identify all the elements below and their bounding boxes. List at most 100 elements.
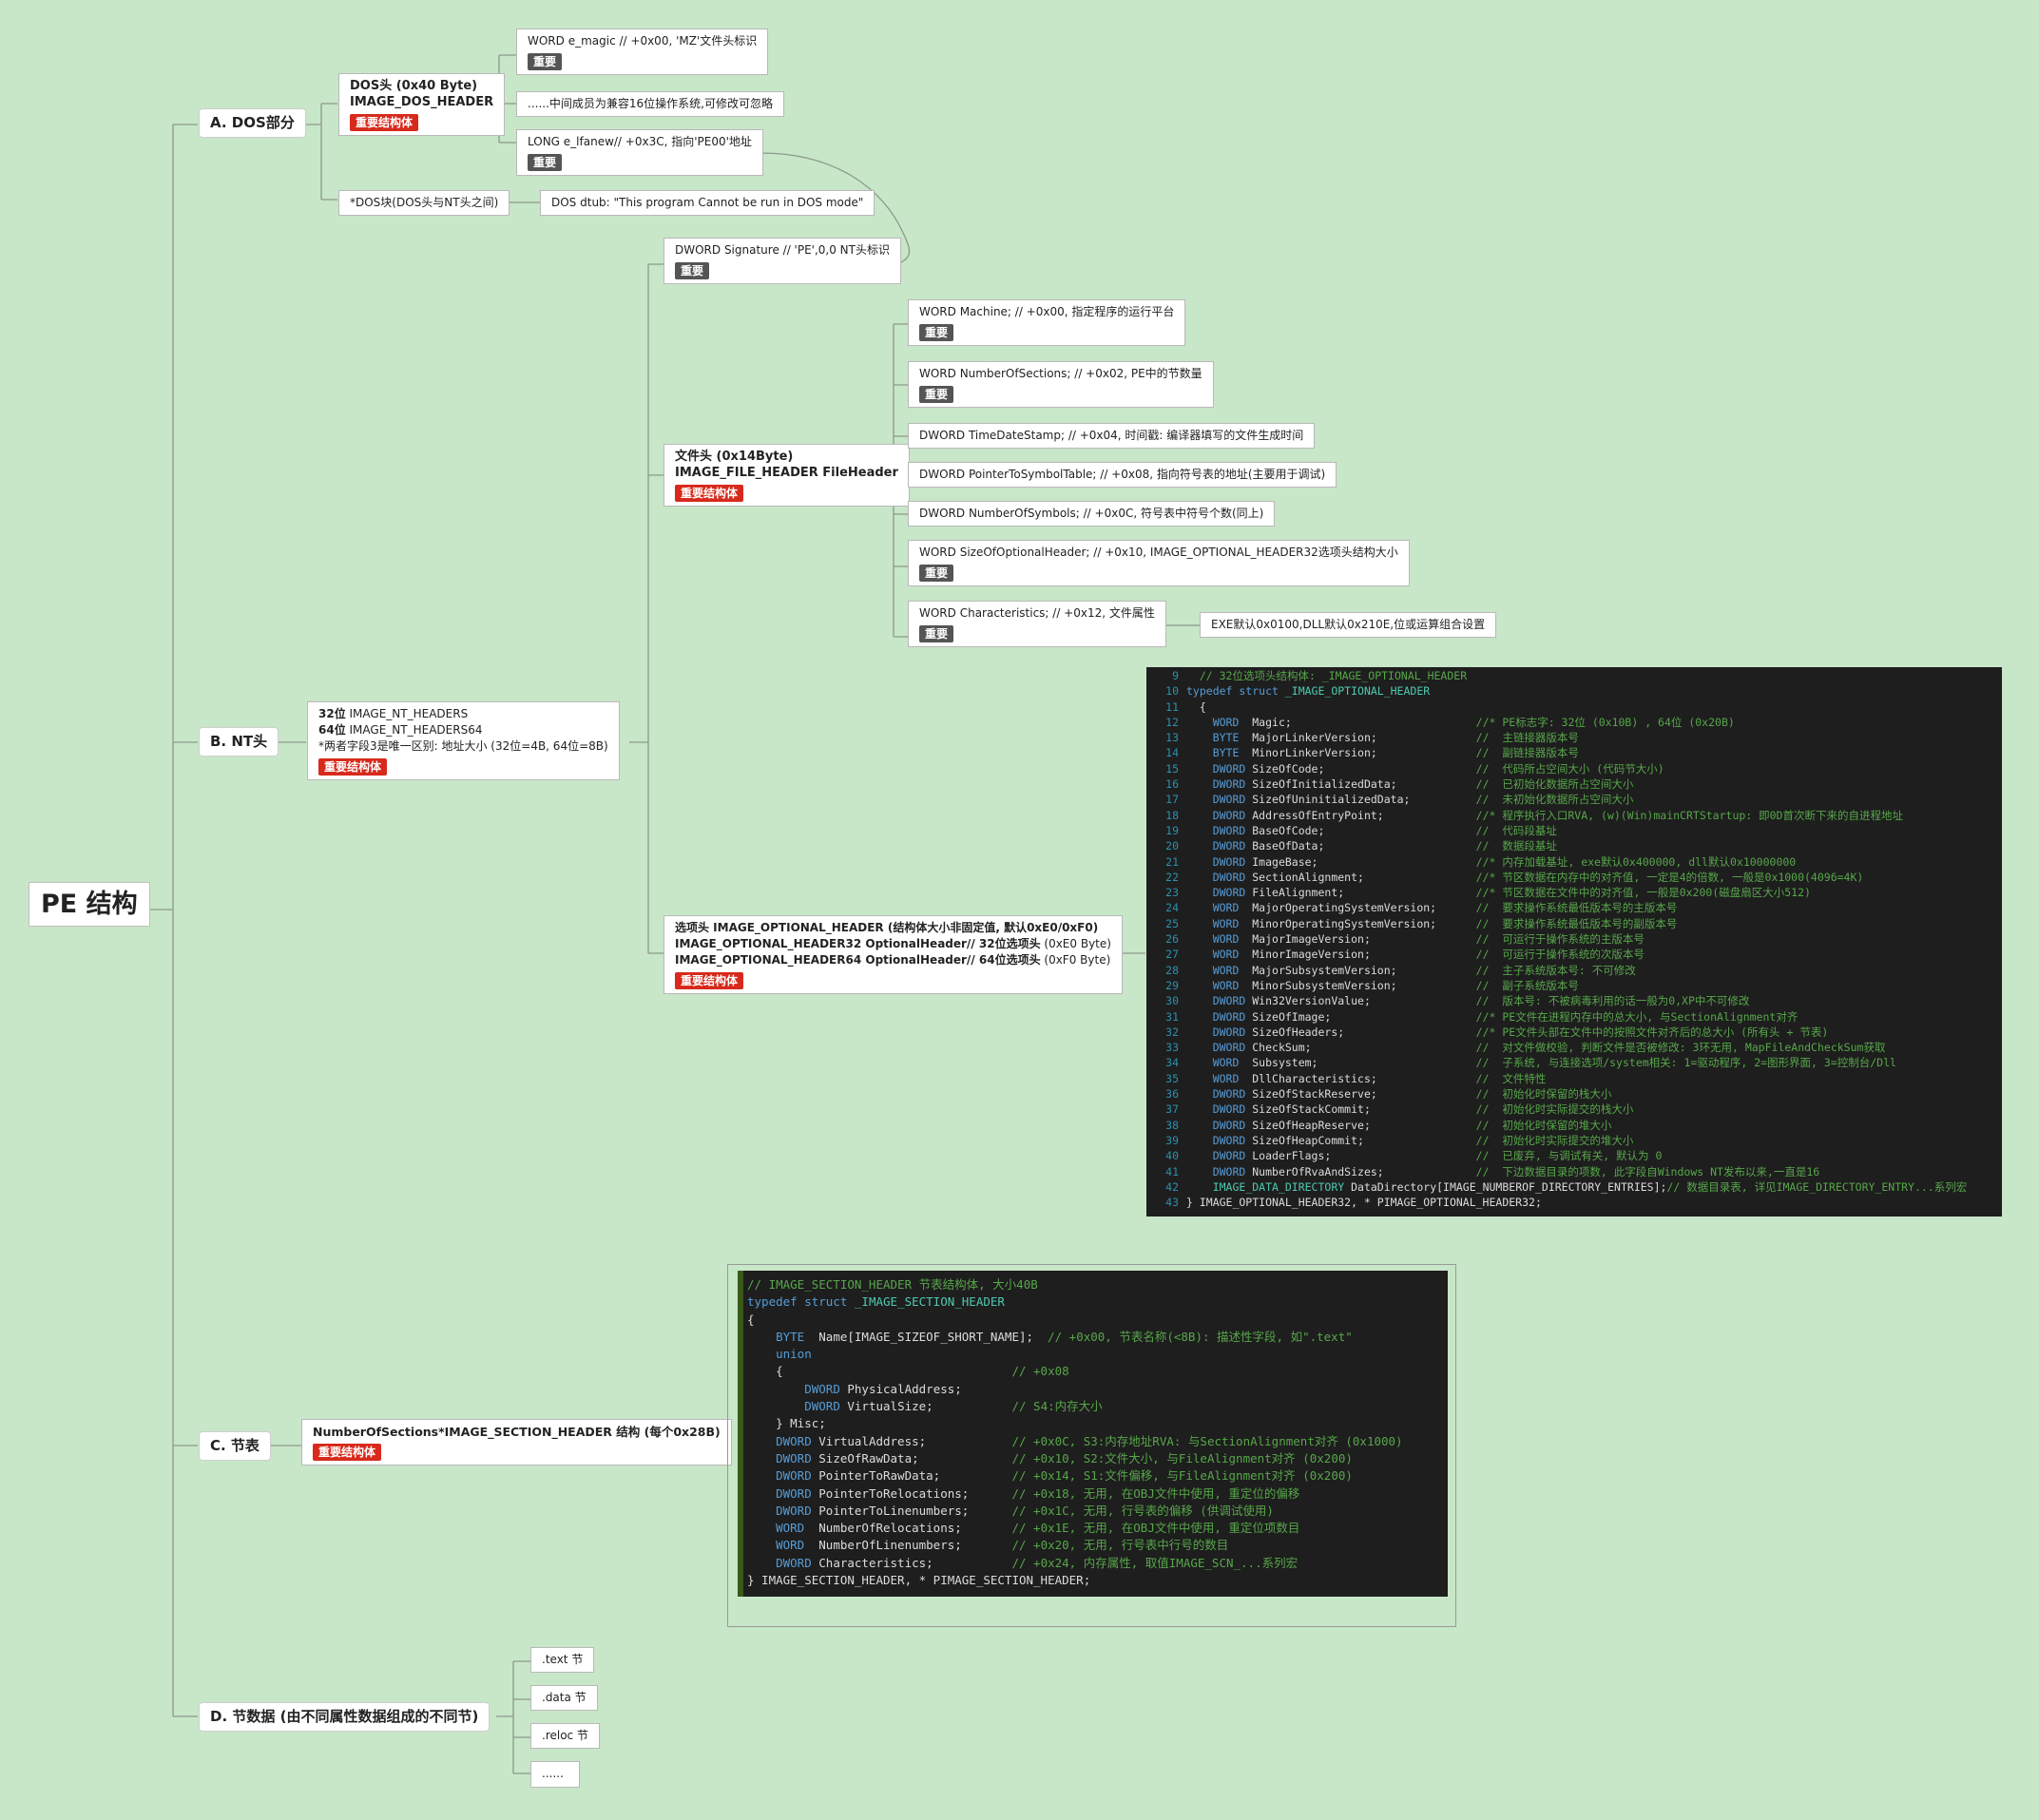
code-type: WORD [1212, 932, 1253, 947]
code-comment: // 子系统, 与连接选项/system相关: 1=驱动程序, 2=图形界面, … [1475, 1056, 1896, 1070]
branch-nt[interactable]: B. NT头 [199, 727, 279, 757]
code-line: DWORD PointerToRelocations; // +0x18, 无用… [747, 1485, 1448, 1503]
line-number: 28 [1165, 963, 1179, 977]
code-indent [747, 1434, 776, 1448]
nt-headers-node[interactable]: 32位 IMAGE_NT_HEADERS 64位 IMAGE_NT_HEADER… [307, 701, 620, 780]
timestamp-node[interactable]: DWORD TimeDateStamp; // +0x04, 时间戳: 编译器填… [908, 423, 1316, 449]
section-item-reloc[interactable]: .reloc 节 [530, 1723, 600, 1749]
section-item-data[interactable]: .data 节 [530, 1685, 598, 1711]
code-line: } IMAGE_SECTION_HEADER, * PIMAGE_SECTION… [747, 1572, 1448, 1589]
line-number: 9 [1172, 669, 1179, 682]
signature-node[interactable]: DWORD Signature // 'PE',0,0 NT头标识 重要 [664, 238, 901, 284]
code-comment: // +0x08 [1011, 1364, 1069, 1379]
code-field: Win32VersionValue; [1252, 994, 1476, 1008]
machine-node[interactable]: WORD Machine; // +0x00, 指定程序的运行平台 重要 [908, 299, 1186, 346]
line-number: 20 [1165, 839, 1179, 853]
dos-stub-node[interactable]: DOS dtub: "This program Cannot be run in… [540, 190, 875, 216]
dos-stub-block-node[interactable]: *DOS块(DOS头与NT头之间) [338, 190, 510, 216]
code-field: MinorImageVersion; [1252, 948, 1476, 962]
e-lfanew-node[interactable]: LONG e_lfanew// +0x3C, 指向'PE00'地址 重要 [516, 129, 763, 176]
code-text: { [747, 1312, 755, 1327]
code-indent [1186, 1010, 1213, 1024]
section-item-text[interactable]: .text 节 [530, 1647, 595, 1673]
code-line: 15 DWORD SizeOfCode; // 代码所占空间大小 (代码节大小) [1150, 761, 1998, 776]
code-indent [1186, 746, 1213, 759]
code-field: PointerToRelocations; [811, 1485, 1012, 1501]
characteristics-node[interactable]: WORD Characteristics; // +0x12, 文件属性 重要 [908, 601, 1166, 647]
code-line: 9 // 32位选项头结构体: _IMAGE_OPTIONAL_HEADER [1150, 668, 1998, 683]
section-table-node[interactable]: NumberOfSections*IMAGE_SECTION_HEADER 结构… [301, 1419, 732, 1466]
num-symbols-node[interactable]: DWORD NumberOfSymbols; // +0x0C, 符号表中符号个… [908, 501, 1276, 527]
line-number: 22 [1165, 870, 1179, 884]
line-number: 16 [1165, 777, 1179, 792]
code-field: PointerToRawData; [811, 1468, 1012, 1484]
code-type: WORD [776, 1521, 805, 1536]
code-type: DWORD [1212, 823, 1253, 837]
code-comment: //* PE文件在进程内存中的总大小, 与SectionAlignment对齐 [1475, 1009, 1799, 1024]
code-type: DWORD [1212, 1009, 1253, 1024]
code-type: DWORD [1212, 793, 1253, 807]
code-indent [1186, 994, 1213, 1007]
root-node[interactable]: PE 结构 [29, 882, 150, 927]
line-number: 31 [1165, 1009, 1179, 1024]
important-tag: 重要 [528, 154, 563, 171]
code-field: SizeOfRawData; [811, 1450, 1012, 1466]
code-line: DWORD VirtualSize; // S4:内存大小 [747, 1398, 1448, 1415]
code-field: MajorSubsystemVersion; [1252, 963, 1476, 977]
e-lfanew-text: LONG e_lfanew// +0x3C, 指向'PE00'地址 [528, 135, 752, 148]
code-line: 29 WORD MinorSubsystemVersion; // 副子系统版本… [1150, 978, 1998, 993]
optional-header-node[interactable]: 选项头 IMAGE_OPTIONAL_HEADER (结构体大小非固定值, 默认… [664, 915, 1123, 994]
important-tag: 重要 [919, 386, 954, 403]
code-indent [1186, 793, 1213, 806]
code-comment: // +0x1E, 无用, 在OBJ文件中使用, 重定位项数目 [1011, 1521, 1300, 1536]
code-line: { [747, 1312, 1448, 1329]
code-line: { // +0x08 [747, 1363, 1448, 1380]
dos-header-line2: IMAGE_DOS_HEADER [350, 95, 494, 109]
line-number: 15 [1165, 761, 1179, 776]
branch-section-table[interactable]: C. 节表 [199, 1431, 271, 1461]
branch-section-data[interactable]: D. 节数据 (由不同属性数据组成的不同节) [199, 1702, 491, 1732]
code-field: PhysicalAddress; [839, 1381, 962, 1396]
characteristics-note-node[interactable]: EXE默认0x0100,DLL默认0x210E,位或运算组合设置 [1200, 612, 1497, 638]
size-optional-text: WORD SizeOfOptionalHeader; // +0x10, IMA… [919, 546, 1398, 559]
symbol-table-node[interactable]: DWORD PointerToSymbolTable; // +0x08, 指向… [908, 462, 1337, 488]
important-tag: 重要 [919, 625, 954, 642]
code-type: DWORD [1212, 1087, 1253, 1102]
code-text: } IMAGE_SECTION_HEADER, * PIMAGE_SECTION… [747, 1573, 1091, 1588]
code-field: SizeOfStackReserve; [1252, 1087, 1476, 1102]
dos-header-node[interactable]: DOS头 (0x40 Byte) IMAGE_DOS_HEADER 重要结构体 [338, 73, 506, 136]
e-magic-node[interactable]: WORD e_magic // +0x00, 'MZ'文件头标识 重要 [516, 29, 769, 75]
file-header-line2: IMAGE_FILE_HEADER FileHeader [675, 466, 898, 480]
code-type: DWORD [1212, 886, 1253, 900]
code-indent [747, 1538, 776, 1552]
code-line: 30 DWORD Win32VersionValue; // 版本号: 不被病毒… [1150, 993, 1998, 1008]
code-comment: // 要求操作系统最低版本号的主版本号 [1475, 901, 1678, 915]
code-comment: // 未初始化数据所占空间大小 [1475, 793, 1634, 807]
code-type: BYTE [1212, 731, 1253, 745]
code-line: 42 IMAGE_DATA_DIRECTORY DataDirectory[IM… [1150, 1179, 1998, 1195]
num-sections-node[interactable]: WORD NumberOfSections; // +0x02, PE中的节数量… [908, 361, 1214, 408]
dos-middle-node[interactable]: ......中间成员为兼容16位操作系统,可修改可忽略 [516, 91, 784, 117]
code-line: BYTE Name[IMAGE_SIZEOF_SHORT_NAME]; // +… [747, 1329, 1448, 1346]
code-field: BaseOfCode; [1252, 823, 1476, 837]
code-text: { [1186, 699, 1206, 714]
code-type: DWORD [1212, 839, 1253, 853]
code-comment: // 副链接器版本号 [1475, 746, 1579, 760]
code-type: DWORD [776, 1468, 812, 1484]
file-header-node[interactable]: 文件头 (0x14Byte) IMAGE_FILE_HEADER FileHea… [664, 444, 910, 507]
branch-dos[interactable]: A. DOS部分 [199, 108, 306, 138]
size-optional-node[interactable]: WORD SizeOfOptionalHeader; // +0x10, IMA… [908, 540, 1410, 586]
code-line: typedef struct _IMAGE_SECTION_HEADER [747, 1293, 1448, 1311]
code-indent [1186, 1056, 1213, 1069]
opt-line1: 选项头 IMAGE_OPTIONAL_HEADER (结构体大小非固定值, 默认… [675, 921, 1099, 934]
code-comment: // IMAGE_SECTION_HEADER 节表结构体, 大小40B [747, 1277, 1038, 1292]
important-struct-tag: 重要结构体 [675, 972, 744, 989]
line-number: 32 [1165, 1025, 1179, 1039]
opt-line3-bold: IMAGE_OPTIONAL_HEADER64 OptionalHeader//… [675, 953, 1041, 967]
section-item-more[interactable]: ...... [530, 1761, 580, 1788]
code-line: 32 DWORD SizeOfHeaders; //* PE文件头部在文件中的按… [1150, 1025, 1998, 1040]
code-field: AddressOfEntryPoint; [1252, 808, 1476, 822]
code-indent [747, 1399, 804, 1413]
